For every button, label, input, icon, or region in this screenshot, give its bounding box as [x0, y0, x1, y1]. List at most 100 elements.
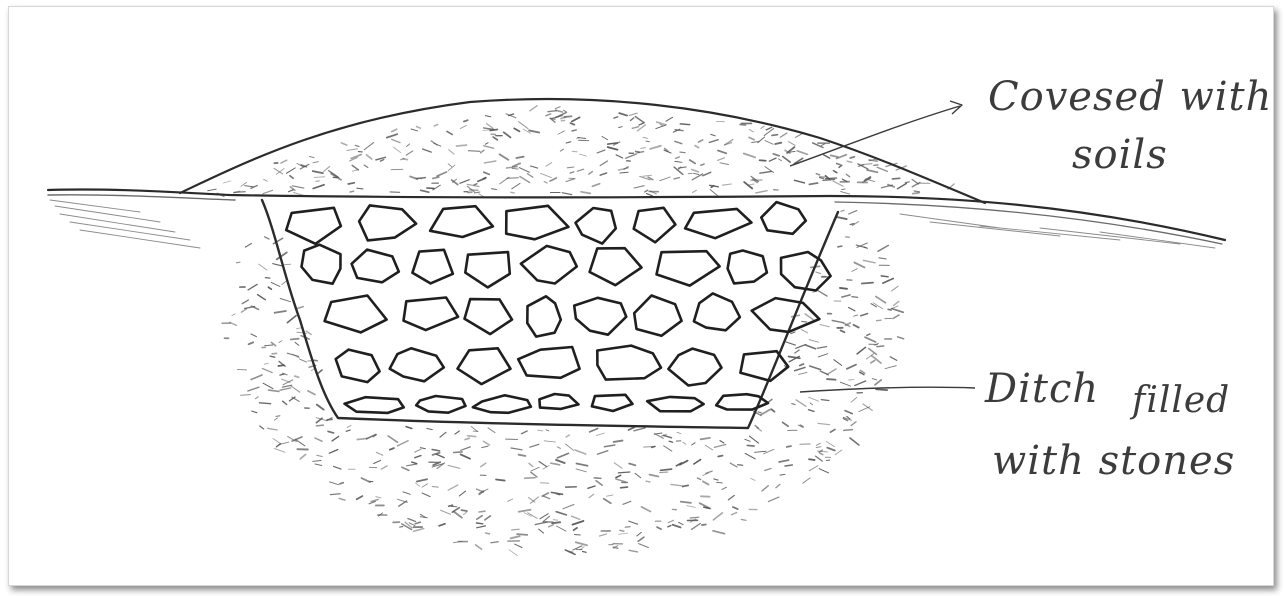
soil-speckle: [515, 544, 522, 547]
soil-speckle: [465, 438, 469, 439]
soil-speckle: [542, 493, 548, 496]
soil-speckle: [821, 400, 829, 401]
soil-speckle: [332, 436, 339, 441]
soil-speckle: [854, 315, 858, 316]
soil-speckle: [481, 463, 486, 467]
soil-speckle: [894, 301, 899, 305]
soil-speckle: [694, 173, 699, 174]
soil-speckle: [690, 517, 699, 518]
soil-speckle: [806, 345, 816, 349]
soil-speckle: [316, 181, 319, 182]
soil-speckle: [468, 436, 476, 437]
soil-speckle: [519, 455, 526, 456]
soil-speckle: [415, 449, 421, 452]
soil-speckle: [720, 163, 728, 165]
soil-speckle: [286, 168, 295, 173]
soil-speckle: [642, 507, 651, 512]
soil-speckle: [400, 527, 403, 528]
stone: [752, 298, 820, 332]
soil-speckle: [236, 262, 240, 263]
soil-speckle: [797, 151, 807, 155]
soil-speckle: [849, 211, 857, 214]
label-filled: filled: [1132, 380, 1230, 421]
soil-speckle: [876, 389, 887, 390]
soil-speckle: [357, 439, 367, 440]
soil-speckle: [664, 446, 672, 451]
soil-speckle: [792, 404, 795, 405]
soil-speckle: [629, 427, 635, 430]
soil-speckle: [835, 450, 842, 455]
soil-speckle: [433, 185, 440, 190]
stone: [325, 296, 387, 333]
soil-speckle: [789, 142, 795, 146]
soil-speckle: [631, 118, 634, 121]
soil-speckle: [674, 178, 680, 179]
soil-speckle: [448, 164, 452, 167]
soil-speckle: [329, 450, 337, 454]
soil-speckle: [546, 163, 552, 167]
soil-speckle: [455, 431, 459, 434]
soil-speckle: [530, 106, 537, 111]
soil-speckle: [820, 178, 824, 179]
soil-speckle: [330, 494, 340, 495]
soil-speckle: [755, 451, 766, 452]
soil-speckle: [589, 172, 593, 175]
soil-speckle: [638, 537, 644, 541]
soil-speckle: [871, 360, 875, 363]
soil-speckle: [269, 390, 279, 391]
soil-speckle: [544, 441, 555, 442]
soil-speckle: [766, 127, 771, 130]
soil-speckle: [504, 132, 511, 137]
soil-speckle: [512, 169, 518, 170]
soil-speckle: [620, 530, 624, 531]
soil-speckle: [745, 453, 755, 459]
soil-speckle: [241, 309, 246, 312]
soil-speckle: [786, 342, 795, 345]
soil-speckle: [270, 356, 275, 357]
soil-speckle: [284, 264, 291, 265]
stone: [597, 346, 661, 380]
soil-speckle: [749, 436, 758, 443]
soil-speckle: [796, 134, 803, 138]
soil-speckle: [874, 165, 878, 166]
soil-speckle: [314, 177, 324, 178]
soil-speckle: [791, 332, 795, 334]
soil-speckle: [683, 442, 686, 444]
soil-speckle: [295, 376, 299, 377]
soil-speckle: [264, 180, 268, 182]
soil-speckle: [276, 416, 280, 417]
soil-speckle: [817, 347, 826, 349]
soil-speckle: [608, 147, 618, 150]
stone: [465, 252, 510, 287]
label-soils: soils: [1072, 132, 1168, 178]
soil-speckle: [598, 451, 608, 455]
soil-speckle: [857, 347, 865, 354]
soil-speckle: [528, 174, 533, 178]
soil-speckle: [864, 247, 867, 248]
soil-speckle: [313, 171, 323, 173]
soil-speckle: [872, 379, 877, 380]
soil-speckle: [850, 438, 859, 445]
label-ditch: Ditch: [985, 366, 1099, 412]
soil-speckle: [273, 439, 280, 444]
soil-speckle: [809, 397, 819, 401]
soil-speckle: [514, 128, 519, 131]
soil-speckle: [878, 245, 888, 251]
soil-speckle: [460, 180, 469, 184]
soil-speckle: [415, 456, 421, 458]
soil-speckle: [531, 472, 537, 477]
soil-speckle: [692, 524, 701, 530]
soil-speckle: [675, 161, 682, 162]
soil-speckle: [695, 146, 698, 148]
soil-speckle: [703, 172, 711, 175]
soil-speckle: [596, 433, 604, 435]
soil-speckle: [809, 466, 818, 471]
soil-speckle: [300, 454, 305, 458]
soil-speckle: [714, 445, 725, 448]
soil-speckle: [328, 431, 334, 433]
soil-speckle: [484, 161, 496, 163]
soil-speckle: [280, 374, 284, 375]
soil-speckle: [309, 157, 314, 158]
soil-speckle: [417, 127, 421, 129]
soil-speckle: [283, 401, 287, 404]
